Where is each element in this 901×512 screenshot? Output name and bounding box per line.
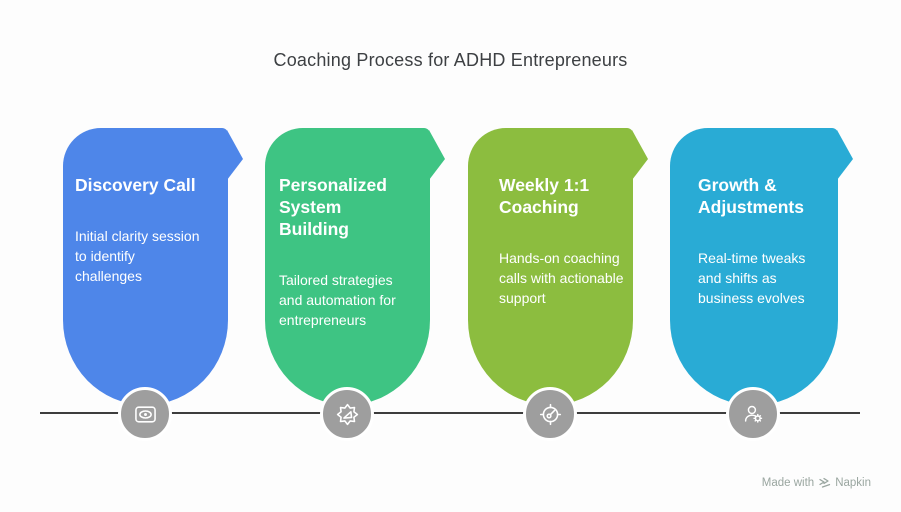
step-title: Discovery Call xyxy=(75,175,196,195)
gear-badge-icon xyxy=(334,401,361,428)
user-gear-icon xyxy=(740,401,767,428)
step-marker-2 xyxy=(320,387,374,441)
step-marker-1 xyxy=(118,387,172,441)
step-description: Hands-on coaching calls with actionable … xyxy=(499,250,624,306)
step-description: Real-time tweaks and shifts as business … xyxy=(698,250,806,306)
step-marker-3 xyxy=(523,387,577,441)
step-marker-4 xyxy=(726,387,780,441)
step-title: Personalized System Building xyxy=(279,175,387,239)
step-title: Growth & Adjustments xyxy=(698,175,804,217)
timeline-line xyxy=(40,412,860,414)
step-card-discovery-call: Discovery Call Initial clarity session t… xyxy=(63,128,228,405)
step-card-growth-adjustments: Growth & Adjustments Real-time tweaks an… xyxy=(670,128,838,405)
napkin-logo-icon xyxy=(818,477,831,489)
step-title: Weekly 1:1 Coaching xyxy=(499,175,590,217)
step-description: Tailored strategies and automation for e… xyxy=(279,272,396,328)
step-card-weekly-coaching: Weekly 1:1 Coaching Hands-on coaching ca… xyxy=(468,128,633,405)
watermark-brand: Napkin xyxy=(835,477,871,489)
step-card-personalized-system-building: Personalized System Building Tailored st… xyxy=(265,128,430,405)
watermark: Made with Napkin xyxy=(762,477,871,489)
page-title: Coaching Process for ADHD Entrepreneurs xyxy=(273,50,628,70)
watermark-prefix: Made with xyxy=(761,477,815,489)
gauge-compass-icon xyxy=(537,401,564,428)
scan-eye-icon xyxy=(132,401,159,428)
step-description: Initial clarity session to identify chal… xyxy=(75,228,200,284)
